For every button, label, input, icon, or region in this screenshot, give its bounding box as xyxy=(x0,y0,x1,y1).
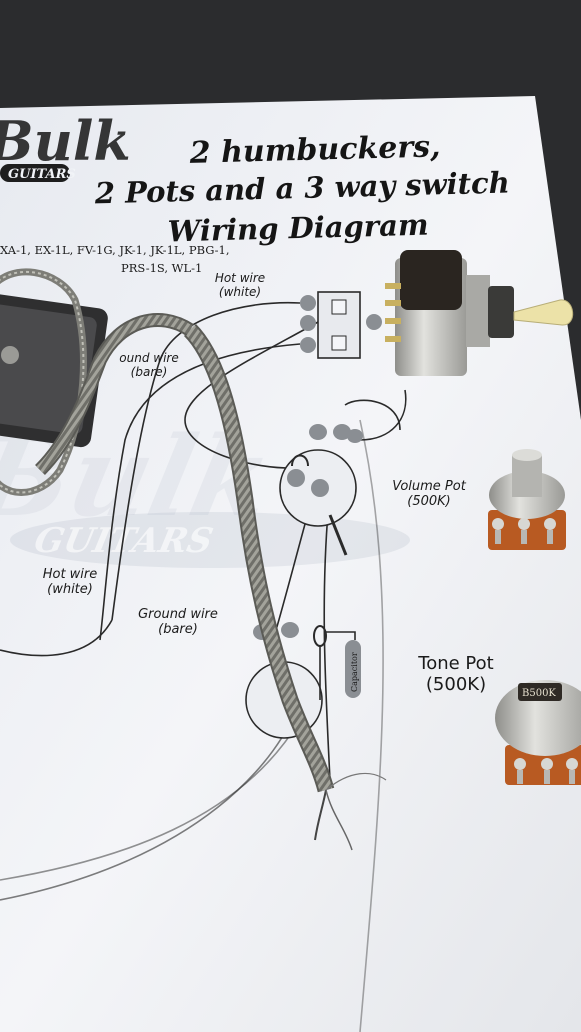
tone-pot-value: (500K) xyxy=(425,673,487,695)
toggle-switch-photo xyxy=(385,250,574,376)
printed-wires xyxy=(0,301,407,1032)
tone-pot-photo: B500K xyxy=(495,680,581,785)
printed-switch-diagram xyxy=(300,291,382,359)
braided-cable xyxy=(34,313,387,851)
logo-band xyxy=(0,164,70,182)
hot-wire-top-text: Hot wire xyxy=(214,271,266,285)
volume-pot-value: (500K) xyxy=(407,493,451,509)
pickup-assembly xyxy=(0,268,108,496)
volume-pot-photo xyxy=(488,449,566,550)
ground-wire-bottom-sub: (bare) xyxy=(158,621,198,637)
hot-wire-left-text: Hot wire xyxy=(42,567,98,582)
hot-wire-top-sub: (white) xyxy=(218,284,262,299)
title-line-3: Wiring Diagram xyxy=(167,208,429,249)
models-line-2: PRS-1S, WL-1 xyxy=(121,261,202,275)
volume-pot-text: Volume Pot xyxy=(392,479,466,494)
tone-pot-label: Tone Pot (500K) xyxy=(408,653,504,695)
logo-sub: GUITARS xyxy=(8,167,76,182)
ground-wire-top-text: ound wire xyxy=(119,351,179,365)
hot-wire-left-sub: (white) xyxy=(47,581,93,597)
ground-wire-bottom-label: Ground wire (bare) xyxy=(128,607,228,638)
hot-wire-top-label: Hot wire (white) xyxy=(200,271,280,300)
tone-pot-text: Tone Pot xyxy=(418,653,494,674)
pot-marking: B500K xyxy=(522,688,556,699)
logo-brand: Bulk xyxy=(0,109,131,173)
title-line-1: 2 humbuckers, xyxy=(188,129,441,171)
ground-wire-top-label: ound wire (bare) xyxy=(108,351,190,380)
ground-wire-top-sub: (bare) xyxy=(130,364,168,379)
printed-volume-pot xyxy=(279,424,363,556)
hot-wire-left-label: Hot wire (white) xyxy=(28,567,112,598)
watermark-band xyxy=(10,512,410,568)
models-line-1: XA-1, EX-1L, FV-1G, JK-1, JK-1L, PBG-1, xyxy=(0,243,230,257)
ground-wire-bottom-text: Ground wire xyxy=(138,607,218,622)
capacitor-label: Capacitor xyxy=(350,652,359,692)
volume-pot-label: Volume Pot (500K) xyxy=(384,479,474,510)
